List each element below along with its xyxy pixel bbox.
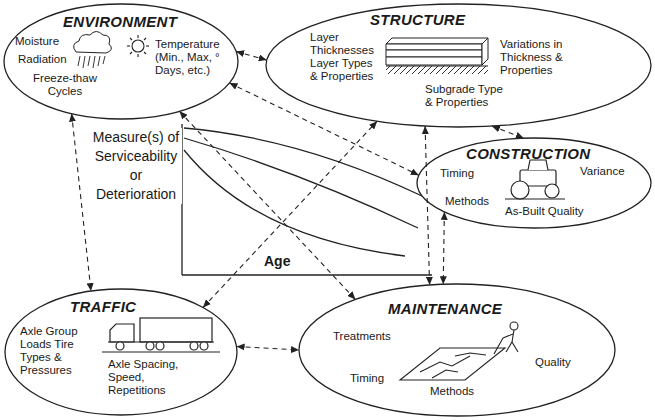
sun-icon: [127, 35, 149, 57]
rain-cloud-icon: [74, 32, 112, 69]
factor-text: Subgrade Type & Properties: [425, 83, 507, 109]
node-heading: MAINTENANCE: [388, 300, 502, 318]
dashed-connector: [72, 114, 91, 292]
factor-text: Radiation: [18, 53, 67, 66]
dashed-connector: [230, 83, 419, 175]
structure-ellipse: STRUCTURE Layer Thicknesses Layer Types &…: [265, 3, 652, 128]
node-heading: STRUCTURE: [370, 11, 465, 29]
node-heading: CONSTRUCTION: [466, 145, 590, 163]
factor-text: Layer Thicknesses Layer Types & Properti…: [310, 31, 382, 83]
factor-text: Axle Group Loads Tire Types & Pressures: [20, 325, 88, 377]
factor-text: Methods: [445, 195, 489, 208]
node-heading: TRAFFIC: [70, 298, 136, 316]
axis-label: Age: [262, 252, 292, 271]
pavement-layers-icon: [386, 38, 488, 74]
maintenance-icon: [400, 322, 518, 380]
factor-text: Methods: [430, 385, 474, 398]
factor-text: As-Built Quality: [505, 205, 584, 218]
factor-text: Timing: [350, 372, 384, 385]
factor-text: Moisture: [15, 35, 59, 48]
dashed-connector: [425, 126, 430, 285]
dashed-connector: [237, 347, 299, 351]
dashed-connector: [443, 212, 444, 284]
dashed-connector: [180, 111, 356, 299]
factor-text: Timing: [440, 167, 474, 180]
maintenance-ellipse: MAINTENANCE TreatmentsTimingMethods Qualit…: [298, 283, 616, 417]
dashed-connector: [492, 126, 524, 138]
factor-text: Temperature (Min., Max, ° Days, etc.): [155, 38, 225, 77]
dashed-connector: [236, 52, 267, 61]
traffic-ellipse: TRAFFIC Axle Group Loads Tire Types & Pre…: [4, 288, 238, 416]
chart: [182, 124, 432, 275]
factor-text: Treatments: [333, 330, 391, 343]
factor-text: Variance: [580, 165, 625, 178]
dashed-connector: [203, 121, 377, 307]
factor-text: Freeze-thaw Cycles: [32, 72, 98, 98]
environment-ellipse: ENVIRONMENT MoistureRadiationFreeze-thaw …: [3, 3, 239, 120]
axis-label: Measure(s) of Serviceability or Deterior…: [90, 128, 182, 204]
factor-text: Axle Spacing, Speed, Repetitions: [108, 358, 196, 397]
construction-ellipse: CONSTRUCTION TimingMethods VarianceAs-Buil…: [416, 137, 652, 229]
node-heading: ENVIRONMENT: [63, 13, 177, 31]
factor-text: Variations in Thickness & Properties: [500, 38, 592, 77]
roller-icon: [505, 160, 565, 199]
truck-icon: [102, 318, 220, 352]
factor-text: Quality: [535, 356, 571, 369]
